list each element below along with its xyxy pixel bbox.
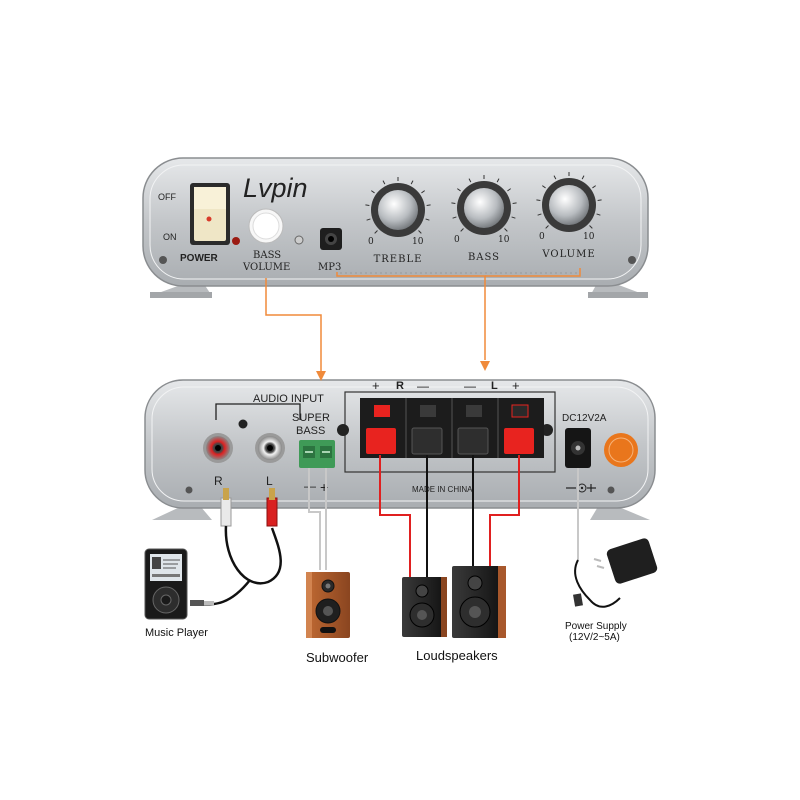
super-bass-label-1: SUPER <box>292 412 330 424</box>
power-label: POWER <box>180 253 219 264</box>
screw <box>185 486 193 494</box>
power-led <box>232 237 240 245</box>
rca-jack-left[interactable] <box>255 433 285 463</box>
terminal-plus-r[interactable] <box>366 428 396 454</box>
switch-off-label: OFF <box>158 192 176 202</box>
knob-volume[interactable] <box>536 172 602 232</box>
music-player-label: Music Player <box>145 627 208 639</box>
mp3-input-jack[interactable] <box>320 228 342 250</box>
power-supply-label-2: (12V/2~5A) <box>569 632 620 643</box>
knob-treble[interactable] <box>365 177 431 237</box>
music-player <box>144 548 188 620</box>
knob-min-label: 0 <box>454 235 460 245</box>
knob-label: TREBLE <box>374 254 423 265</box>
loudspeaker-left <box>402 577 447 637</box>
bass-volume-knob[interactable] <box>248 208 284 244</box>
indicator-icon <box>294 235 304 245</box>
mp3-label: MP3 <box>318 262 341 273</box>
power-switch[interactable] <box>190 183 230 245</box>
power-adapter <box>573 538 658 608</box>
guide-lines <box>265 268 581 375</box>
bass-volume-label-2: VOLUME <box>242 262 290 273</box>
spk-r-label: R <box>396 380 404 392</box>
dc-power-jack[interactable] <box>565 428 591 468</box>
power-supply-label-1: Power Supply <box>565 621 627 632</box>
knob-label: VOLUME <box>541 249 595 260</box>
dc-label: DC12V2A <box>562 413 607 424</box>
terminal-minus-r[interactable] <box>411 427 443 455</box>
knob-max-label: 10 <box>498 235 510 245</box>
switch-on-label: ON <box>163 232 177 242</box>
rca-cable <box>190 488 282 606</box>
spk-plus-l: + <box>512 378 520 393</box>
arrow-icon <box>316 371 326 381</box>
warning-sticker <box>604 433 638 467</box>
front-panel: OFF ON POWER Lvpin BASS VOLUME MP3 0 10 <box>142 157 649 298</box>
ground-post <box>238 419 248 429</box>
knob-min-label: 0 <box>368 237 374 247</box>
terminal-minus-l[interactable] <box>457 427 489 455</box>
speaker-wires <box>379 455 520 580</box>
subwoofer-wires <box>308 468 327 570</box>
super-bass-label-2: BASS <box>296 425 325 437</box>
spk-minus-l: — <box>464 379 476 393</box>
bass-volume-label-1: BASS <box>253 250 281 261</box>
spk-l-label: L <box>491 380 498 392</box>
rear-panel: AUDIO INPUT R L SUPER BASS — + + <box>144 378 656 520</box>
super-bass-terminal[interactable] <box>299 440 335 468</box>
subwoofer <box>306 572 350 638</box>
knob-label: BASS <box>468 252 500 263</box>
arrow-icon <box>480 361 490 371</box>
knob-max-label: 10 <box>412 237 424 247</box>
screw <box>607 486 615 494</box>
terminal-plus-l[interactable] <box>504 428 534 454</box>
screw <box>628 256 636 264</box>
knob-bass[interactable] <box>451 175 517 235</box>
brand-logo: Lvpin <box>243 173 308 203</box>
spk-minus-r: — <box>417 379 429 393</box>
screw <box>159 256 167 264</box>
rca-r-label: R <box>214 474 223 488</box>
audio-input-label: AUDIO INPUT <box>253 393 324 405</box>
rca-jack-right[interactable] <box>203 433 233 463</box>
mount-screw <box>337 424 349 436</box>
knob-max-label: 10 <box>583 232 595 242</box>
knob-min-label: 0 <box>539 232 545 242</box>
rca-l-label: L <box>266 474 273 488</box>
made-in-label: MADE IN CHINA <box>412 485 473 494</box>
spk-plus-r: + <box>372 378 380 393</box>
super-bass-plus: + <box>320 479 328 495</box>
subwoofer-label: Subwoofer <box>306 650 369 665</box>
loudspeakers-label: Loudspeakers <box>416 648 498 663</box>
loudspeaker-right <box>452 566 506 638</box>
